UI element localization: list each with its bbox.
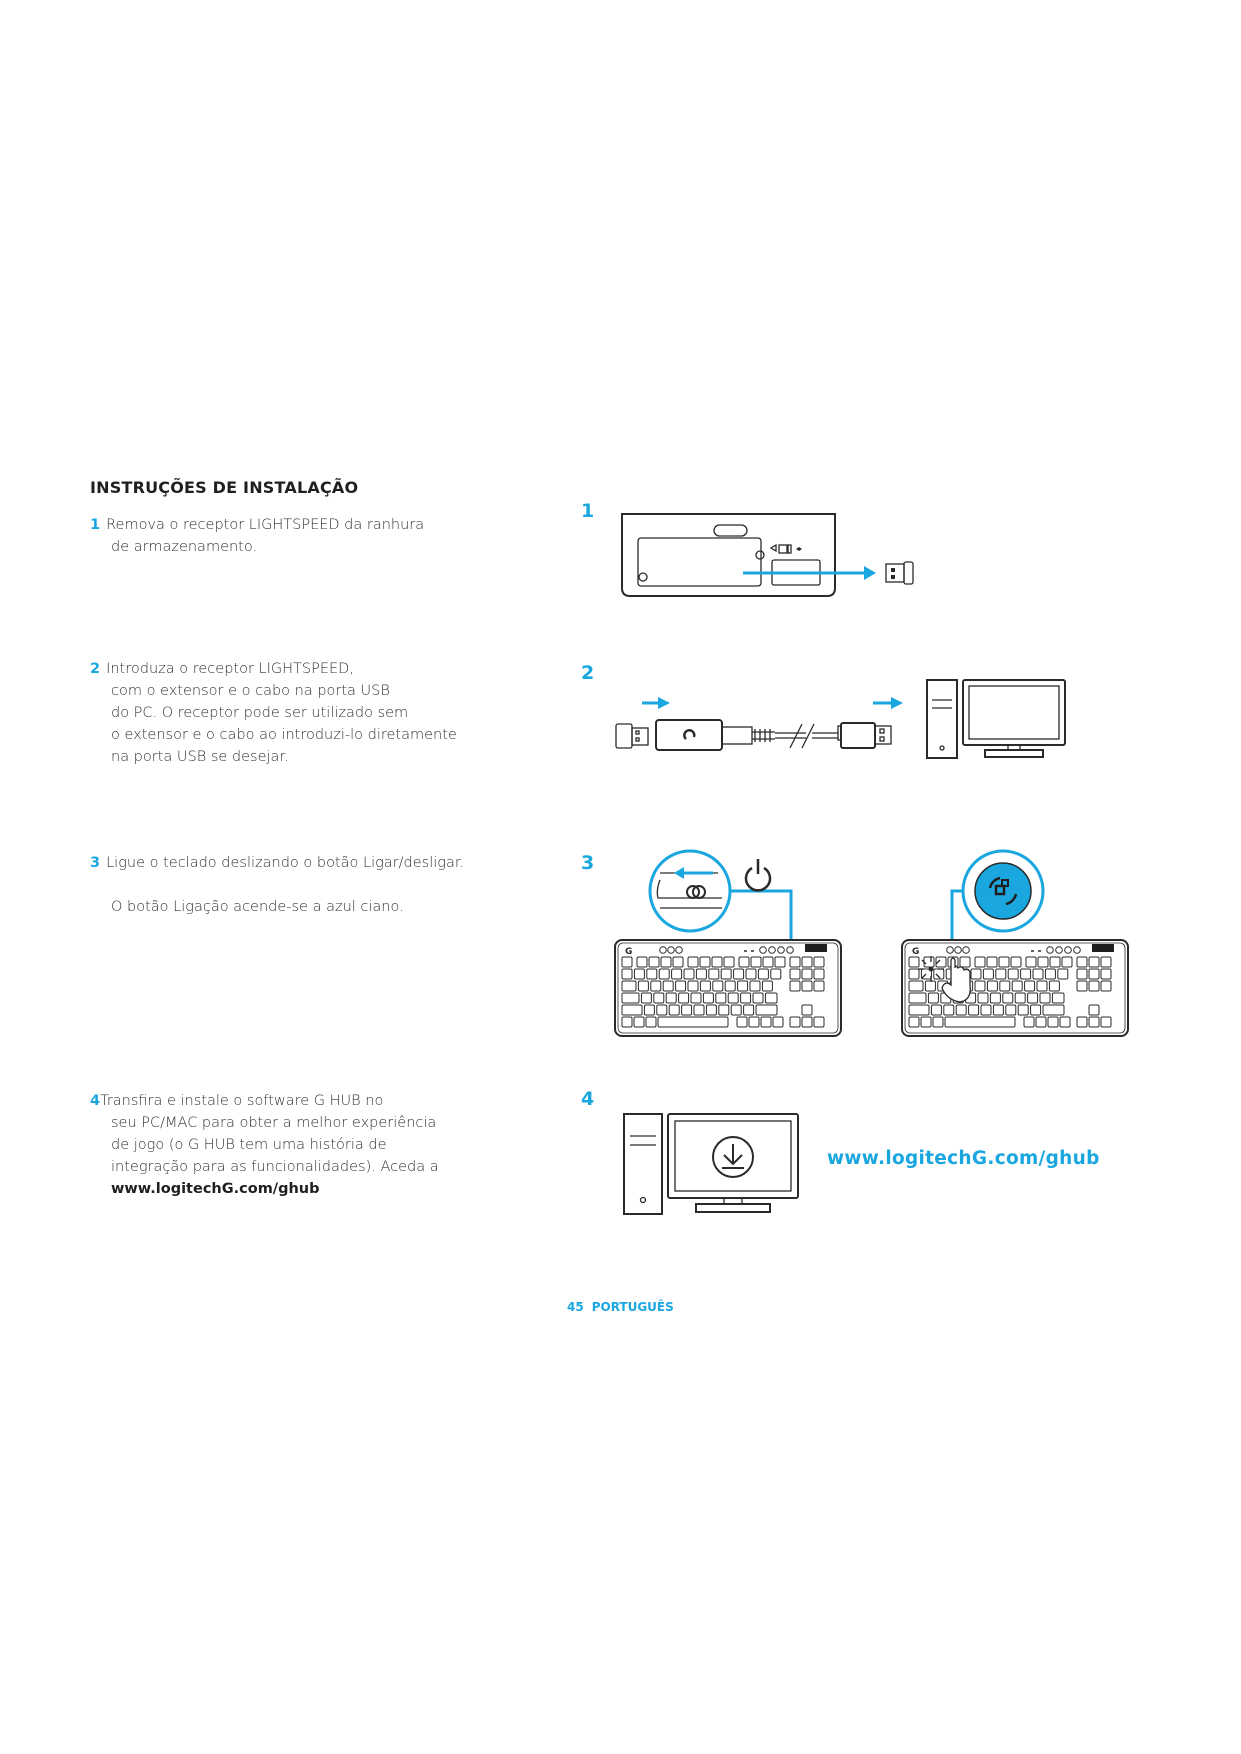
arrow-right-icon xyxy=(873,697,903,709)
step-4-text: 4Transfira e instale o software G HUB no… xyxy=(90,1090,439,1200)
step-line: do PC. O receptor pode ser utilizado sem xyxy=(111,705,409,721)
page-footer: 45 PORTUGUÊS xyxy=(567,1300,674,1314)
page-number: 45 xyxy=(567,1300,584,1314)
arrow-right-icon xyxy=(642,697,670,709)
figure-1-number: 1 xyxy=(581,500,595,522)
press-hand-icon xyxy=(918,956,971,1003)
step-line: de jogo (o G HUB tem uma história de xyxy=(111,1137,387,1153)
step-line: Remova o receptor LIGHTSPEED da ranhura xyxy=(106,517,425,533)
step-2-text: 2 Introduza o receptor LIGHTSPEED, com o … xyxy=(90,658,457,768)
step-line: integração para as funcionalidades). Ace… xyxy=(111,1159,439,1175)
arrow-right-icon xyxy=(743,566,876,580)
ghub-link-text[interactable]: www.logitechG.com/ghub xyxy=(111,1181,320,1197)
step-3-text: 3 Ligue o teclado deslizando o botão Liga… xyxy=(90,852,464,918)
ghub-url[interactable]: www.logitechG.com/ghub xyxy=(827,1148,1100,1169)
svg-text:G: G xyxy=(912,947,919,957)
step-line: na porta USB se desejar. xyxy=(111,749,289,765)
step-line: Ligue o teclado deslizando o botão Ligar… xyxy=(106,855,465,871)
step-1-text: 1 Remova o receptor LIGHTSPEED da ranhura… xyxy=(90,514,424,558)
keyboard-icon: G xyxy=(614,939,842,1037)
power-icon xyxy=(744,859,772,892)
step-number: 3 xyxy=(90,855,101,871)
footer-language: PORTUGUÊS xyxy=(591,1300,674,1314)
step-line: Introduza o receptor LIGHTSPEED, xyxy=(106,661,354,677)
power-switch-callout xyxy=(648,849,793,940)
usb-receiver-icon xyxy=(615,723,649,749)
step-line: seu PC/MAC para obter a melhor experiênc… xyxy=(111,1115,437,1131)
page-title: INSTRUÇÕES DE INSTALAÇÃO xyxy=(90,478,359,497)
figure-2-number: 2 xyxy=(581,662,595,684)
usb-receiver-icon xyxy=(885,561,914,585)
keyboard-icon: G xyxy=(901,939,1129,1037)
step-line: O botão Ligação acende-se a azul ciano. xyxy=(111,899,404,915)
download-icon xyxy=(712,1136,754,1178)
step-line: Transfira e instale o software G HUB no xyxy=(100,1093,384,1109)
usb-cable-icon xyxy=(752,722,892,749)
connection-button-callout xyxy=(950,849,1045,950)
step-number: 4 xyxy=(90,1093,101,1109)
step-number: 1 xyxy=(90,517,101,533)
step-line: com o extensor e o cabo na porta USB xyxy=(111,683,390,699)
step-line: o extensor e o cabo ao introduzi-lo dire… xyxy=(111,727,457,743)
figure-4-number: 4 xyxy=(581,1088,595,1110)
step-line: de armazenamento. xyxy=(111,539,258,555)
desktop-computer-icon xyxy=(926,679,1066,759)
figure-3-number: 3 xyxy=(581,852,595,874)
step-number: 2 xyxy=(90,661,101,677)
extender-adapter-icon xyxy=(655,719,753,751)
desktop-computer-icon xyxy=(623,1113,799,1215)
svg-text:G: G xyxy=(625,947,632,957)
